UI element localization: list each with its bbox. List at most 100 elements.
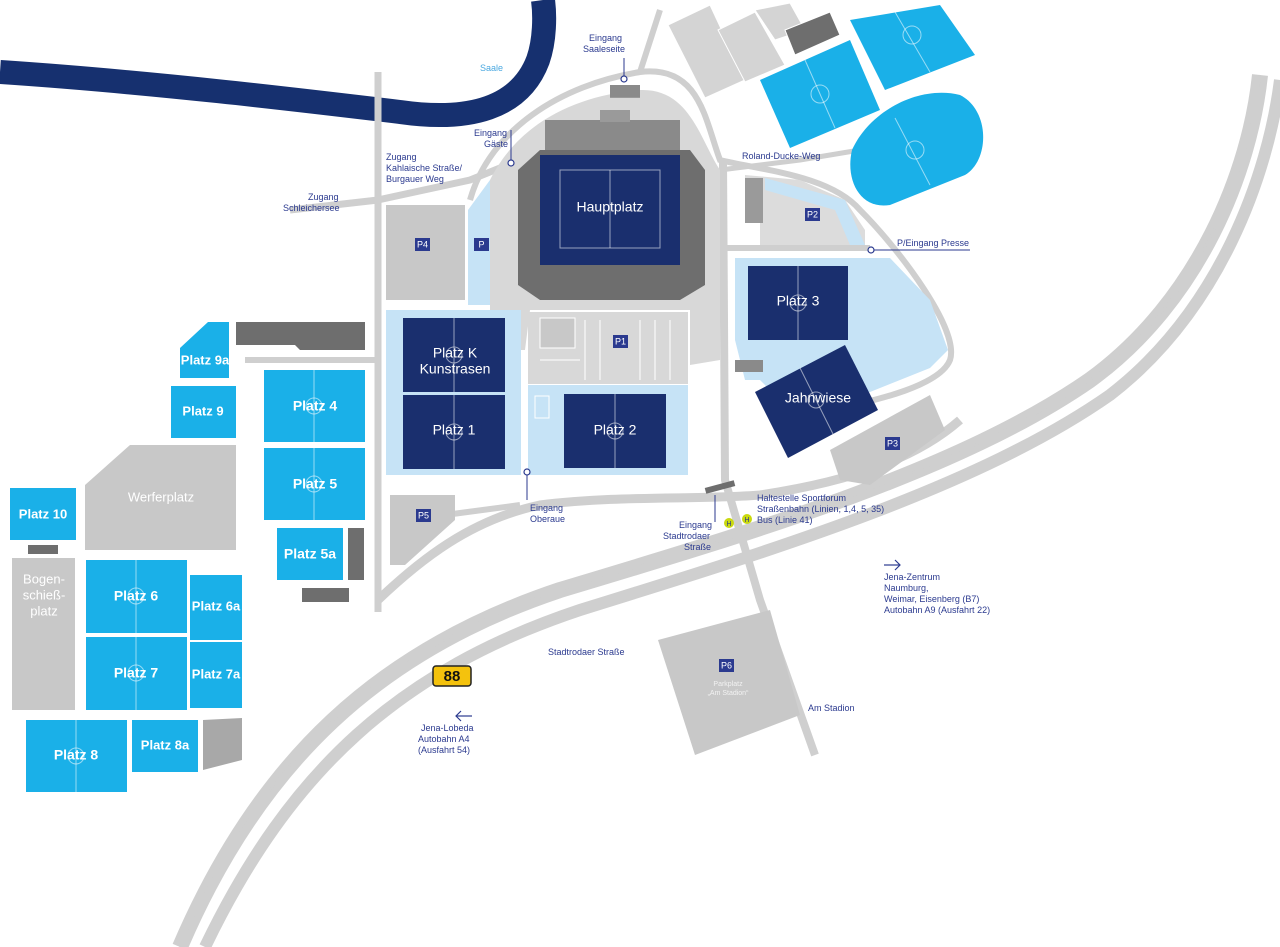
pitch-platz-7[interactable]: Platz 7: [86, 637, 187, 710]
label-eingang-saaleseite-2: Saaleseite: [583, 44, 625, 54]
p1-stalls: [539, 317, 671, 380]
label-am-stadion: Am Stadion: [808, 703, 855, 713]
building-p8a: [203, 718, 242, 770]
label-platz-9: Platz 9: [182, 403, 223, 418]
east-small-building: [735, 360, 763, 372]
pitch-platz-8a[interactable]: Platz 8a: [132, 720, 198, 772]
pitch-platz-5[interactable]: Platz 5: [264, 448, 365, 520]
pitch-platz-1[interactable]: Platz 1: [403, 395, 505, 469]
label-zugang-kahla-1: Zugang: [386, 152, 417, 162]
label-platz-k: Platz K: [433, 345, 478, 361]
parking-p3[interactable]: P3: [885, 437, 900, 450]
building-p5a: [348, 528, 364, 580]
label-p-eingang-presse: P/Eingang Presse: [897, 238, 969, 248]
label-eingang-oberaue-2: Oberaue: [530, 514, 565, 524]
entrance-gaeste-marker[interactable]: [507, 159, 515, 167]
parking-p5[interactable]: P5: [416, 509, 431, 522]
bus-stop-icon[interactable]: H: [742, 514, 752, 524]
parking-p6-label: P6: [721, 660, 732, 670]
label-platz-10: Platz 10: [19, 506, 67, 521]
parking-p6-sub2: „Am Stadion“: [708, 690, 750, 697]
label-platz-3: Platz 3: [777, 293, 820, 309]
building-north-platz9: [236, 322, 365, 350]
parking-p5-label: P5: [418, 510, 429, 520]
pitch-jahnwiese[interactable]: Jahnwiese: [755, 345, 878, 458]
parking-p4[interactable]: P4: [415, 238, 430, 251]
road-north-access: [637, 9, 663, 73]
parking-p1-label: P1: [615, 336, 626, 346]
label-haltestelle-3: Bus (Linie 41): [757, 515, 813, 525]
building-p5b: [302, 588, 349, 602]
label-platz-9a: Platz 9a: [181, 352, 230, 367]
label-zugang-kahla-3: Burgauer Weg: [386, 174, 444, 184]
parking-p3-label: P3: [887, 438, 898, 448]
arrow-right-icon: [884, 559, 901, 571]
label-zugang-schleicher-2: Schleichersee: [283, 203, 340, 213]
label-werferplatz: Werferplatz: [128, 489, 194, 504]
pitch-platz-7a[interactable]: Platz 7a: [190, 642, 242, 708]
parking-p6[interactable]: P6 Parkplatz „Am Stadion“: [708, 659, 750, 697]
label-jena-zentrum-1: Jena-Zentrum: [884, 572, 940, 582]
label-platz-5a: Platz 5a: [284, 546, 336, 562]
parking-p2-label: P2: [807, 209, 818, 219]
label-hauptplatz: Hauptplatz: [577, 199, 644, 215]
pitch-platz-10[interactable]: Platz 10: [10, 488, 76, 540]
label-bogen-3: platz: [30, 603, 57, 618]
parking-p-label: P: [478, 239, 484, 249]
bogenschiessplatz-area: [12, 558, 75, 710]
parking-p4-label: P4: [417, 239, 428, 249]
arrow-left-icon: [455, 710, 472, 722]
tram-platform: [704, 480, 736, 494]
parking-p1[interactable]: P1: [613, 335, 628, 348]
label-platz-8a: Platz 8a: [141, 737, 190, 752]
label-platz-7: Platz 7: [114, 665, 159, 681]
label-jahnwiese: Jahnwiese: [785, 390, 851, 406]
label-jena-zentrum-3: Weimar, Eisenberg (B7): [884, 594, 979, 604]
ne-pitch-a: [760, 40, 880, 148]
pitch-platz-8[interactable]: Platz 8: [26, 720, 127, 792]
pitch-hauptplatz[interactable]: Hauptplatz: [540, 155, 680, 265]
p4-area: [386, 205, 465, 300]
road-roland-ducke: [719, 147, 861, 173]
pitch-platz-6a[interactable]: Platz 6a: [190, 575, 242, 640]
pitch-platz-9[interactable]: Platz 9: [171, 386, 236, 438]
label-platz-4: Platz 4: [293, 398, 338, 414]
ne-pitch-c: [850, 92, 984, 206]
p6-area: [658, 610, 800, 755]
pitch-platz-2[interactable]: Platz 2: [564, 394, 666, 468]
entrance-presse-marker[interactable]: [867, 246, 875, 254]
label-jena-lobeda-3: (Ausfahrt 54): [418, 745, 470, 755]
river-saale: [0, 0, 557, 128]
pitch-platz-9a[interactable]: Platz 9a: [180, 322, 230, 378]
label-jena-zentrum-2: Naumburg,: [884, 583, 929, 593]
tram-stop-icon[interactable]: H: [724, 518, 734, 528]
pitch-platz-k[interactable]: Platz K Kunstrasen: [403, 318, 505, 392]
railway-divider: [179, 74, 1261, 947]
pitch-platz-6[interactable]: Platz 6: [86, 560, 187, 633]
entrance-saaleseite-marker[interactable]: [620, 75, 628, 83]
label-haltestelle-2: Straßenbahn (Linien, 1,4, 5, 35): [757, 504, 884, 514]
pitch-platz-4[interactable]: Platz 4: [264, 370, 365, 442]
parking-p6-sub1: Parkplatz: [713, 681, 743, 688]
river-label: Saale: [480, 63, 503, 73]
parking-p[interactable]: P: [474, 238, 489, 251]
pitch-platz-3[interactable]: Platz 3: [748, 266, 848, 340]
label-eingang-stadtrodaer-3: Straße: [684, 542, 711, 552]
highway-88-badge: 88: [432, 665, 472, 687]
building-saaleseite: [610, 85, 640, 97]
label-zugang-schleicher-1: Zugang: [308, 192, 339, 202]
label-haltestelle-1: Haltestelle Sportforum: [757, 493, 846, 503]
label-platz-8: Platz 8: [54, 747, 99, 763]
entrance-oberaue-marker[interactable]: [523, 468, 531, 476]
parking-p2[interactable]: P2: [805, 208, 820, 221]
label-eingang-gaeste-1: Eingang: [474, 128, 507, 138]
label-roland-ducke-weg: Roland-Ducke-Weg: [742, 151, 820, 161]
entrance-dots: [507, 75, 875, 476]
label-platz-6: Platz 6: [114, 588, 159, 604]
label-eingang-stadtrodaer-1: Eingang: [679, 520, 712, 530]
label-bogen-2: schieß-: [23, 587, 66, 602]
label-eingang-stadtrodaer-2: Stadtrodaer: [663, 531, 710, 541]
road-kahlaische: [289, 156, 522, 214]
pitch-platz-5a[interactable]: Platz 5a: [277, 528, 343, 580]
